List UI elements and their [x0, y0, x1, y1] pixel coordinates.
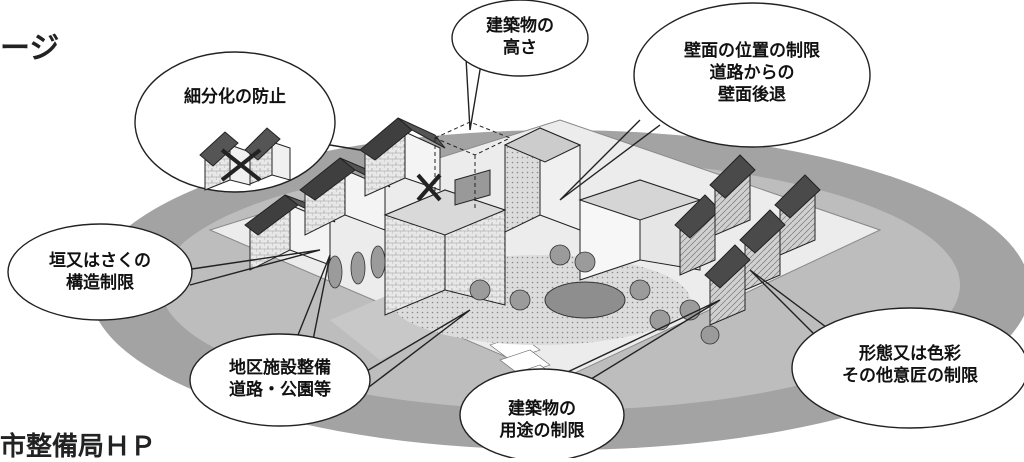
callout-use — [459, 368, 625, 458]
callout-height-text: 建築物の 高さ — [470, 15, 570, 59]
callout-wall-position-line-2: 道路からの — [709, 63, 795, 83]
callout-facilities — [189, 333, 371, 427]
callout-fence-line-1: 垣又はさくの — [49, 251, 151, 271]
callout-form-color-text: 形態又は色彩 その他意匠の制限 — [820, 343, 1000, 387]
callout-wall-position-line-1: 壁面の位置の制限 — [684, 41, 820, 61]
callout-use-line-2: 用途の制限 — [499, 421, 585, 441]
house-cluster-right — [674, 154, 821, 326]
callout-height-line-2: 高さ — [503, 38, 537, 58]
x-mark-icon — [416, 173, 442, 202]
callout-use-line-1: 建築物の — [508, 399, 576, 419]
pond — [544, 281, 626, 319]
callout-subdivision-line-1: 細分化の防止 — [184, 87, 286, 107]
apartment-brick — [383, 169, 507, 316]
mini-houses-icon — [199, 127, 291, 191]
callout-pointers — [184, 39, 851, 396]
callout-wall-position-line-3: 壁面後退 — [718, 85, 786, 105]
callout-fence — [7, 223, 193, 321]
callout-form-color — [791, 307, 1024, 429]
callout-use-text: 建築物の 用途の制限 — [477, 398, 607, 442]
callout-facilities-line-2: 道路・公園等 — [229, 380, 331, 400]
page-heading-fragment: ージ — [0, 31, 60, 66]
callout-facilities-text: 地区施設整備 道路・公園等 — [205, 357, 355, 401]
callout-facilities-line-1: 地区施設整備 — [229, 358, 331, 378]
callout-wall-position-text: 壁面の位置の制限 道路からの 壁面後退 — [662, 40, 842, 106]
callout-height-line-1: 建築物の — [486, 16, 554, 36]
callout-form-color-line-2: その他意匠の制限 — [842, 366, 978, 386]
callout-subdivision-text: 細分化の防止 — [160, 86, 310, 108]
callout-height — [451, 0, 589, 77]
tower — [503, 127, 582, 233]
house-row-left — [244, 117, 446, 271]
callout-form-color-line-1: 形態又は色彩 — [859, 344, 961, 364]
callout-wall-position — [633, 2, 871, 148]
callout-fence-line-2: 構造制限 — [66, 273, 134, 293]
page-source-fragment: 市整備局ＨＰ — [0, 432, 157, 462]
trees — [327, 244, 720, 345]
height-limit-box — [433, 121, 512, 156]
callout-fence-text: 垣又はさくの 構造制限 — [25, 250, 175, 294]
